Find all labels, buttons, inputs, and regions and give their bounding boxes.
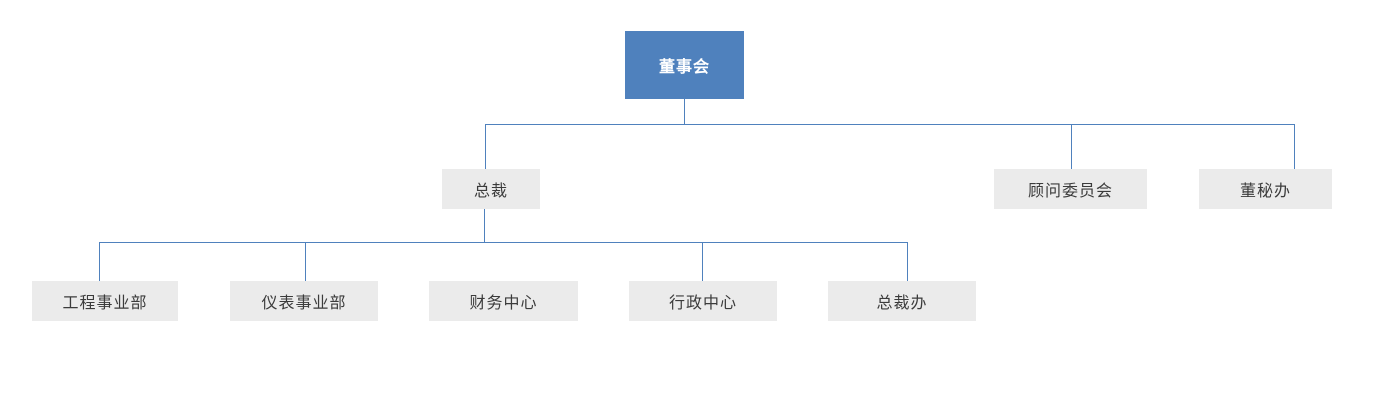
- org-node-advisory-committee: 顾问委员会: [994, 169, 1147, 209]
- connector-drop-engineering-division: [99, 242, 100, 281]
- connector-drop-president: [485, 124, 486, 169]
- org-node-president-office: 总裁办: [828, 281, 976, 321]
- org-node-engineering-division: 工程事业部: [32, 281, 178, 321]
- org-node-administration-center: 行政中心: [629, 281, 777, 321]
- org-node-instrument-division: 仪表事业部: [230, 281, 378, 321]
- connector-drop-board-secretary-office: [1294, 124, 1295, 169]
- connector-level2-horizontal: [99, 242, 908, 243]
- org-node-board-of-directors: 董事会: [625, 31, 744, 99]
- org-node-president: 总裁: [442, 169, 540, 209]
- connector-root-down: [684, 99, 685, 124]
- connector-drop-instrument-division: [305, 242, 306, 281]
- connector-level1-horizontal: [485, 124, 1295, 125]
- connector-drop-advisory-committee: [1071, 124, 1072, 169]
- connector-president-down: [484, 209, 485, 242]
- connector-drop-president-office: [907, 242, 908, 281]
- connector-drop-administration-center: [702, 242, 703, 281]
- org-node-finance-center: 财务中心: [429, 281, 578, 321]
- org-node-board-secretary-office: 董秘办: [1199, 169, 1332, 209]
